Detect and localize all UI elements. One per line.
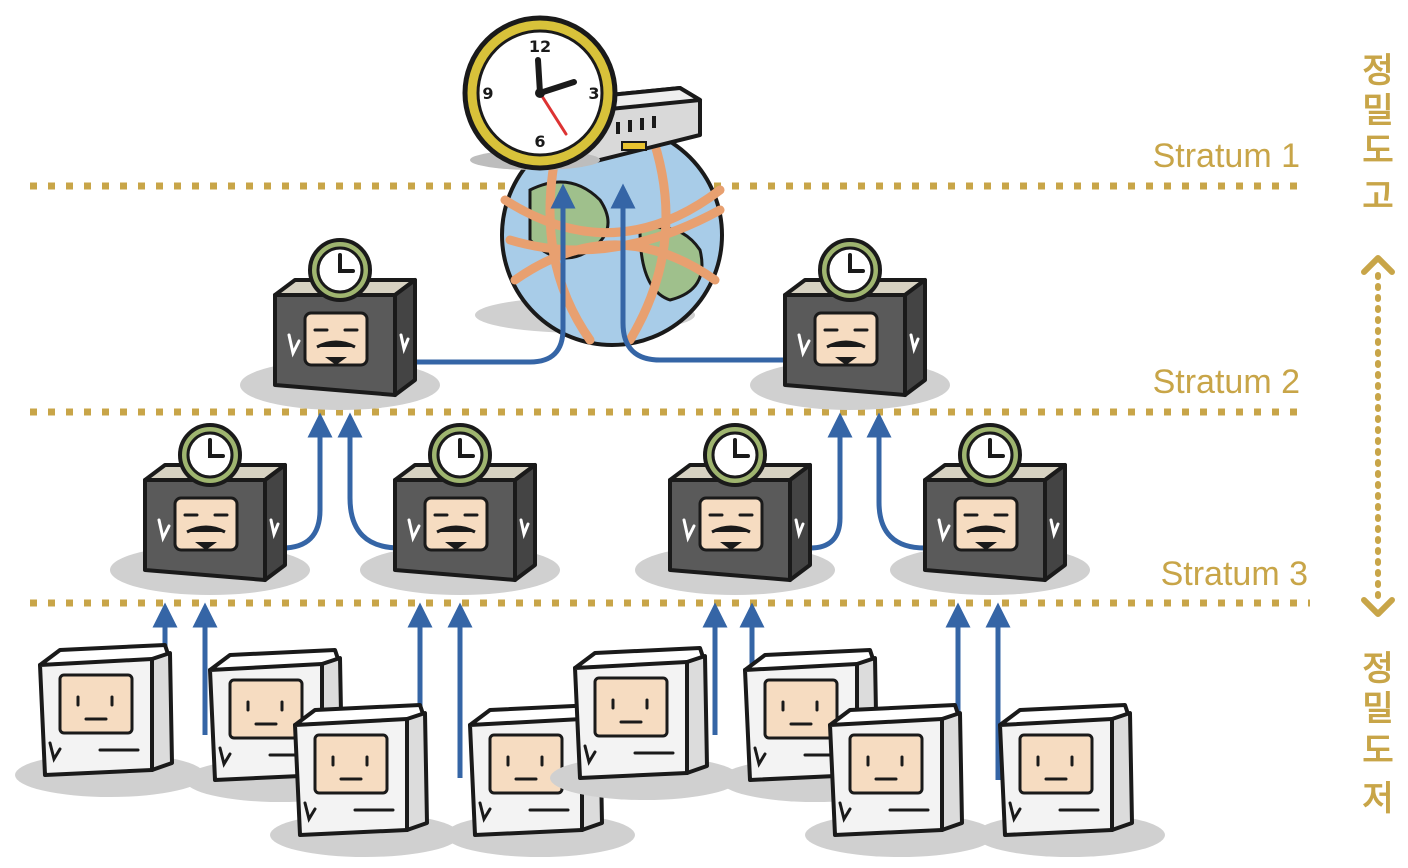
stratum-1-label: Stratum 1 bbox=[1153, 137, 1300, 175]
svg-text:6: 6 bbox=[534, 132, 545, 151]
svg-text:3: 3 bbox=[588, 84, 599, 103]
double-arrow-icon bbox=[1361, 255, 1395, 617]
ntp-server-icon bbox=[750, 238, 950, 410]
precision-low-char: 정 bbox=[1362, 649, 1393, 689]
precision-low-char: 저 bbox=[1362, 779, 1393, 819]
stratum-2-label: Stratum 2 bbox=[1153, 363, 1300, 401]
client-computer-icon bbox=[805, 703, 995, 857]
ntp-server-icon bbox=[110, 423, 310, 595]
sync-arrow bbox=[410, 183, 576, 365]
client-computer-icon bbox=[15, 643, 205, 797]
precision-high-char: 정 bbox=[1362, 51, 1393, 91]
ntp-server-icon bbox=[635, 423, 835, 595]
ntp-server-icon bbox=[890, 423, 1090, 595]
sync-arrow bbox=[281, 412, 333, 551]
sync-arrow bbox=[337, 412, 401, 551]
sync-arrow bbox=[866, 412, 926, 551]
sync-arrow bbox=[809, 412, 853, 551]
precision-low-label: 정 밀 도 저 bbox=[1362, 649, 1393, 819]
precision-high-label: 정 밀 도 고 bbox=[1362, 51, 1393, 217]
client-computer-icon bbox=[550, 646, 740, 800]
ntp-server-icon bbox=[360, 423, 560, 595]
precision-low-char: 밀 bbox=[1362, 689, 1393, 729]
precision-high-char: 고 bbox=[1362, 177, 1393, 217]
precision-low-char: 도 bbox=[1362, 731, 1393, 771]
svg-text:9: 9 bbox=[482, 84, 493, 103]
client-computer-icon bbox=[975, 703, 1165, 857]
precision-high-char: 도 bbox=[1362, 131, 1393, 171]
ntp-server-icon bbox=[240, 238, 440, 410]
sync-arrow bbox=[610, 183, 790, 363]
stratum-3-label: Stratum 3 bbox=[1161, 555, 1308, 593]
client-computer-icon bbox=[270, 703, 460, 857]
wall-clock-icon: 12 3 6 9 bbox=[462, 15, 618, 171]
svg-text:12: 12 bbox=[529, 37, 551, 56]
precision-high-char: 밀 bbox=[1362, 91, 1393, 131]
